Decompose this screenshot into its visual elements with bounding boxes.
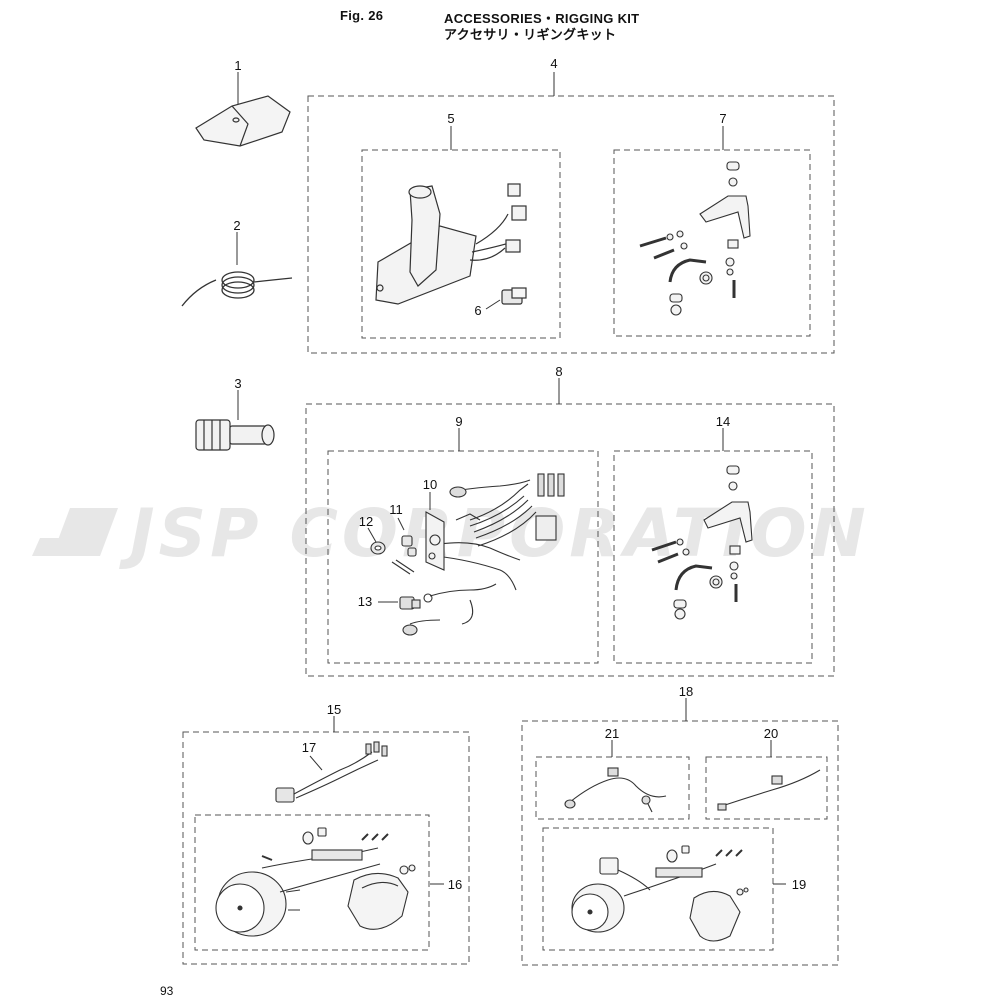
figure-label: Fig. 26	[340, 8, 384, 23]
group-box-14	[613, 450, 813, 664]
callout-8: 8	[555, 364, 562, 379]
group-box-4	[307, 95, 835, 354]
part-21-harness-illustration	[564, 767, 667, 813]
part-12-nut-illustration	[370, 541, 386, 555]
callout-3: 3	[234, 376, 241, 391]
group-box-15	[182, 731, 470, 965]
callout-14: 14	[716, 414, 730, 429]
part-3-hose-fitting-illustration	[195, 419, 275, 451]
leader-line-6	[485, 299, 501, 310]
callout-12: 12	[359, 514, 373, 529]
leader-line-11	[397, 517, 405, 531]
part-14-bracket-kit-illustration	[651, 465, 753, 620]
part-10-key-switch-illustration	[425, 511, 445, 571]
group-box-9	[327, 450, 599, 664]
group-box-18	[521, 720, 839, 966]
part-13-connector-illustration	[399, 596, 421, 610]
group-box-8	[305, 403, 835, 677]
group-box-19	[542, 827, 774, 951]
part-1-pouch-illustration	[195, 95, 291, 147]
callout-10: 10	[423, 477, 437, 492]
watermark-logo-icon	[32, 508, 118, 556]
group-box-21	[535, 756, 690, 820]
part-20-harness-illustration	[717, 769, 821, 811]
callout-1: 1	[234, 58, 241, 73]
callout-20: 20	[764, 726, 778, 741]
callout-2: 2	[233, 218, 240, 233]
part-6-connector-illustration	[501, 287, 527, 305]
part-2-coiled-cord-illustration	[181, 271, 293, 307]
part-17-cable-illustration	[275, 741, 388, 803]
callout-18: 18	[679, 684, 693, 699]
group-box-7	[613, 149, 811, 337]
part-9-wiring-harness-illustration	[402, 473, 565, 636]
callout-15: 15	[327, 702, 341, 717]
callout-7: 7	[719, 111, 726, 126]
leader-line-17	[309, 755, 323, 771]
callout-17: 17	[302, 740, 316, 755]
callout-21: 21	[605, 726, 619, 741]
part-11-key-illustration	[391, 535, 417, 575]
group-box-5	[361, 149, 561, 339]
part-16-gauge-assembly-illustration	[215, 827, 416, 937]
figure-title-english: ACCESSORIES・RIGGING KIT	[444, 11, 640, 26]
callout-5: 5	[447, 111, 454, 126]
part-7-bracket-kit-illustration	[639, 161, 751, 316]
callout-4: 4	[550, 56, 557, 71]
callout-16: 16	[448, 877, 462, 892]
part-5-remote-control-illustration	[375, 183, 527, 305]
part-19-gauge-assembly-illustration	[571, 845, 749, 942]
leader-line-12	[367, 527, 377, 543]
callout-9: 9	[455, 414, 462, 429]
group-box-16	[194, 814, 430, 951]
callout-13: 13	[358, 594, 372, 609]
page-number: 93	[160, 984, 174, 998]
figure-title-japanese: アクセサリ・リギングキット	[444, 27, 617, 42]
callout-11: 11	[389, 502, 403, 517]
group-box-20	[705, 756, 828, 820]
callout-19: 19	[792, 877, 806, 892]
watermark-text: JSP CORPORATION	[119, 495, 870, 572]
callout-6: 6	[474, 303, 481, 318]
